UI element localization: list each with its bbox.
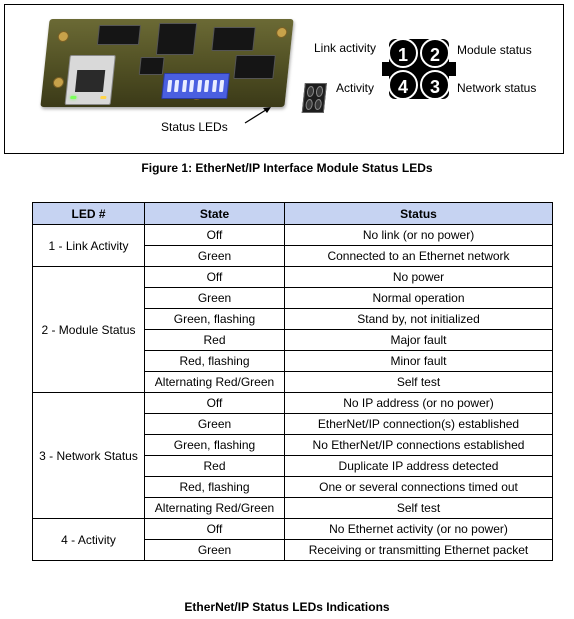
- figure-panel: Status LEDs Link activity Activity Modul…: [4, 4, 564, 154]
- table-header-row: LED # State Status: [32, 202, 553, 225]
- mounting-pad: [57, 31, 70, 42]
- arrow-icon: [244, 107, 271, 124]
- table-row: Alternating Red/Green Self test: [33, 497, 553, 519]
- state-cell: Alternating Red/Green: [144, 371, 285, 393]
- status-led: [315, 86, 324, 97]
- table-row: 3 - Network Status Off No IP address (or…: [32, 392, 553, 519]
- status-cell: EtherNet/IP connection(s) established: [284, 413, 553, 435]
- led-group-cell: 3 - Network Status: [32, 392, 145, 519]
- state-cell: Red: [144, 329, 285, 351]
- status-led-block: [301, 83, 327, 113]
- figure-caption: Figure 1: EtherNet/IP Interface Module S…: [141, 161, 433, 175]
- state-cell: Green: [144, 245, 285, 267]
- legend-activity: Activity: [336, 81, 375, 95]
- table-row: 2 - Module Status Off No power: [32, 266, 553, 393]
- status-cell: Normal operation: [284, 287, 553, 309]
- status-cell: One or several connections timed out: [284, 476, 553, 498]
- table-body: 1 - Link Activity Off No link (or no pow…: [32, 224, 553, 561]
- table-row: Green, flashing Stand by, not initialize…: [33, 308, 553, 330]
- table-row: 1 - Link Activity Off No link (or no pow…: [32, 224, 553, 267]
- status-led: [306, 86, 315, 97]
- column-header-state: State: [144, 202, 285, 225]
- table-row: Red, flashing One or several connections…: [33, 476, 553, 498]
- port-led-yellow: [100, 96, 107, 99]
- table-caption: EtherNet/IP Status LEDs Indications: [184, 600, 390, 614]
- status-cell: No Ethernet activity (or no power): [284, 518, 553, 540]
- led-layout-diagram: 1 2 4 3: [382, 37, 456, 101]
- state-cell: Green, flashing: [144, 308, 285, 330]
- mounting-pad: [275, 27, 288, 38]
- status-cell: No power: [284, 266, 553, 288]
- table-row: Green EtherNet/IP connection(s) establis…: [33, 413, 553, 435]
- table-row: Green Connected to an Ethernet network: [33, 245, 553, 267]
- table-row: Green Receiving or transmitting Ethernet…: [33, 539, 553, 561]
- legend-module-status: Module status: [457, 43, 532, 57]
- status-cell: Major fault: [284, 329, 553, 351]
- state-cell: Red, flashing: [144, 476, 285, 498]
- state-cell: Green: [144, 287, 285, 309]
- board-chip: [233, 55, 276, 79]
- led-status-table: LED # State Status 1 - Link Activity Off…: [32, 202, 553, 561]
- table-row: Alternating Red/Green Self test: [33, 371, 553, 393]
- state-cell: Off: [144, 266, 285, 288]
- table-row: 4 - Activity Off No Ethernet activity (o…: [32, 518, 553, 561]
- legend-network-status: Network status: [457, 81, 537, 95]
- column-header-led: LED #: [32, 202, 145, 225]
- table-row: Red Duplicate IP address detected: [33, 455, 553, 477]
- status-cell: Receiving or transmitting Ethernet packe…: [284, 539, 553, 561]
- interface-module-board-image: [40, 19, 327, 113]
- mounting-pad: [52, 77, 65, 88]
- state-cell: Off: [144, 224, 285, 246]
- status-cell: No link (or no power): [284, 224, 553, 246]
- state-cell: Green: [144, 413, 285, 435]
- port-led-green: [70, 96, 77, 99]
- column-header-status: Status: [284, 202, 553, 225]
- table-row: Green, flashing No EtherNet/IP connectio…: [33, 434, 553, 456]
- state-cell: Off: [144, 392, 285, 414]
- led-group-cell: 1 - Link Activity: [32, 224, 145, 267]
- rj45-ethernet-port: [64, 55, 116, 105]
- led-group-cell: 4 - Activity: [32, 518, 145, 561]
- status-led: [305, 99, 314, 110]
- table-row: Red Major fault: [33, 329, 553, 351]
- dip-switch-block: [161, 73, 230, 99]
- status-cell: Minor fault: [284, 350, 553, 372]
- led-group-cell: 2 - Module Status: [32, 266, 145, 393]
- status-cell: Duplicate IP address detected: [284, 455, 553, 477]
- status-cell: Connected to an Ethernet network: [284, 245, 553, 267]
- state-cell: Off: [144, 518, 285, 540]
- legend-link-activity: Link activity: [314, 41, 377, 55]
- status-cell: Stand by, not initialized: [284, 308, 553, 330]
- status-leds-label: Status LEDs: [161, 120, 228, 134]
- state-cell: Red, flashing: [144, 350, 285, 372]
- status-cell: No EtherNet/IP connections established: [284, 434, 553, 456]
- state-cell: Green: [144, 539, 285, 561]
- led-2-indicator: 2: [420, 38, 450, 68]
- led-4-indicator: 4: [388, 70, 418, 100]
- status-cell: Self test: [284, 371, 553, 393]
- status-cell: Self test: [284, 497, 553, 519]
- table-row: Red, flashing Minor fault: [33, 350, 553, 372]
- board-chip: [96, 25, 141, 45]
- status-cell: No IP address (or no power): [284, 392, 553, 414]
- state-cell: Red: [144, 455, 285, 477]
- state-cell: Green, flashing: [144, 434, 285, 456]
- led-3-indicator: 3: [420, 70, 450, 100]
- status-led: [314, 99, 323, 110]
- state-cell: Alternating Red/Green: [144, 497, 285, 519]
- board-chip: [211, 27, 256, 51]
- led-1-indicator: 1: [388, 38, 418, 68]
- board-chip: [155, 23, 198, 55]
- board-chip: [138, 57, 165, 75]
